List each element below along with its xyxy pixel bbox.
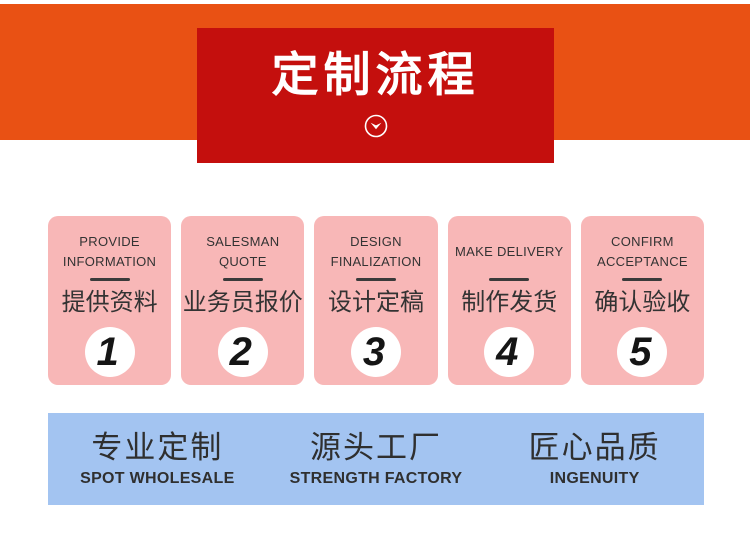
step-label-en: MAKE DELIVERY [455,243,564,259]
chevron-down-circle-icon [364,114,388,138]
steps-row: PROVIDE INFORMATION 提供资料 1 SALESMAN QUOT… [48,216,705,385]
feature-item-2: 源头工厂 STRENGTH FACTORY [267,430,486,489]
feature-label-en: INGENUITY [549,470,640,488]
step-number: 2 [229,329,252,374]
feature-banner: 专业定制 SPOT WHOLESALE 源头工厂 STRENGTH FACTOR… [48,413,704,505]
step-card-3: DESIGN FINALIZATION 设计定稿 3 [314,216,438,385]
step-number: 4 [496,329,519,374]
step-label-zh: 确认验收 [594,289,691,316]
divider [489,278,530,281]
step-label-zh: 制作发货 [461,289,558,316]
step-number-badge: 4 [484,326,535,377]
divider [356,278,396,281]
step-label-en: PROVIDE INFORMATION [62,234,157,269]
step-label-zh: 业务员报价 [182,289,303,316]
divider [222,278,263,281]
feature-label-en: STRENGTH FACTORY [289,470,463,488]
step-number: 1 [96,329,119,374]
step-label-en: DESIGN FINALIZATION [330,234,422,269]
step-card-1: PROVIDE INFORMATION 提供资料 1 [48,216,172,385]
step-label-en: CONFIRM ACCEPTANCE [596,234,688,269]
feature-label-zh: 专业定制 [91,429,224,465]
divider [89,278,130,281]
step-number: 3 [362,329,386,374]
step-number-badge: 5 [617,326,668,377]
title-banner: 定制流程 [197,28,554,163]
page-title: 定制流程 [271,48,480,101]
feature-label-zh: 源头工厂 [310,429,442,465]
feature-item-3: 匠心品质 INGENUITY [485,430,704,489]
step-number: 5 [629,329,652,374]
divider [622,278,663,281]
step-label-zh: 设计定稿 [328,289,424,316]
step-number-badge: 1 [84,326,135,377]
step-number-badge: 3 [351,326,401,377]
step-card-5: CONFIRM ACCEPTANCE 确认验收 5 [580,216,705,385]
step-card-2: SALESMAN QUOTE 业务员报价 2 [181,216,305,385]
step-number-badge: 2 [217,326,268,377]
feature-item-1: 专业定制 SPOT WHOLESALE [48,430,267,489]
step-label-zh: 提供资料 [61,289,158,316]
feature-label-zh: 匠心品质 [528,429,661,465]
step-label-en: SALESMAN QUOTE [206,234,280,269]
step-card-4: MAKE DELIVERY 制作发货 4 [447,216,571,385]
feature-label-en: SPOT WHOLESALE [80,470,235,488]
